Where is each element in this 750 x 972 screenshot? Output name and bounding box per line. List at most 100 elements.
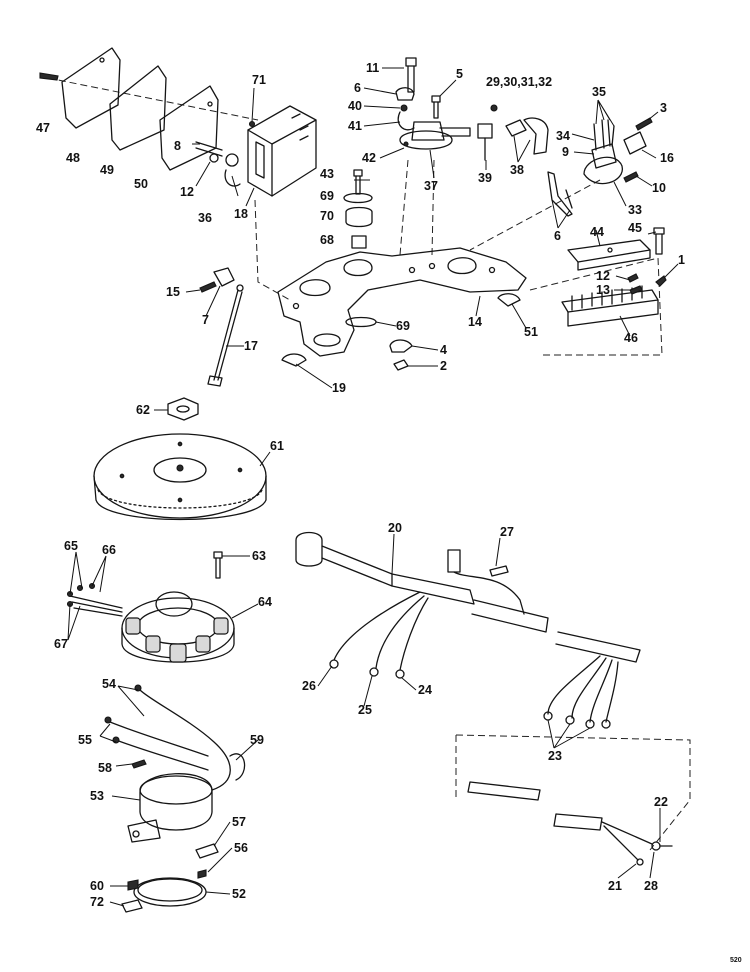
callout-69b: 69 xyxy=(396,319,410,333)
callout-25: 25 xyxy=(358,703,372,717)
ground-strap-17 xyxy=(207,284,244,387)
callout-72: 72 xyxy=(90,895,104,909)
callout-8: 8 xyxy=(174,139,181,153)
nut-62 xyxy=(167,397,199,421)
ring-52 xyxy=(133,877,207,907)
callout-26: 26 xyxy=(302,679,316,693)
callout-labels: 47 48 49 50 71 8 12 36 18 11 5 6 40 41 4… xyxy=(36,61,742,964)
callout-3: 3 xyxy=(660,101,667,115)
callout-71: 71 xyxy=(252,73,266,87)
callout-53: 53 xyxy=(90,789,104,803)
callout-21: 21 xyxy=(608,879,622,893)
callout-11: 11 xyxy=(366,61,379,75)
callout-65: 65 xyxy=(64,539,78,553)
washer-69b xyxy=(345,316,377,328)
callout-6b: 6 xyxy=(554,229,561,243)
callout-28: 28 xyxy=(644,879,658,893)
screw-15-clip-7 xyxy=(199,267,235,293)
callout-22: 22 xyxy=(654,795,668,809)
callout-63: 63 xyxy=(252,549,266,563)
terminal-block-46 xyxy=(561,285,659,327)
callout-50: 50 xyxy=(134,177,148,191)
callout-9: 9 xyxy=(562,145,569,159)
callout-35: 35 xyxy=(592,85,606,99)
callout-2: 2 xyxy=(440,359,447,373)
callout-19: 19 xyxy=(332,381,346,395)
callout-66: 66 xyxy=(102,543,116,557)
callout-70: 70 xyxy=(320,209,334,223)
callout-52: 52 xyxy=(232,887,246,901)
callout-39: 39 xyxy=(478,171,492,185)
callout-33: 33 xyxy=(628,203,642,217)
callout-69a: 69 xyxy=(320,189,334,203)
callout-18: 18 xyxy=(234,207,248,221)
screw-63 xyxy=(213,551,223,579)
callout-49: 49 xyxy=(100,163,114,177)
callout-17: 17 xyxy=(244,339,258,353)
callout-46: 46 xyxy=(624,331,638,345)
callout-59: 59 xyxy=(250,733,264,747)
callout-12b: 12 xyxy=(596,269,610,283)
harness-branches-24-25-26 xyxy=(329,591,429,679)
callout-40: 40 xyxy=(348,99,362,113)
bracket-44 xyxy=(567,239,651,271)
screws-12-13-1 xyxy=(627,273,667,295)
power-pack xyxy=(247,105,317,197)
callout-38: 38 xyxy=(510,163,524,177)
callout-14: 14 xyxy=(468,315,482,329)
callout-4: 4 xyxy=(440,343,447,357)
switch-33 xyxy=(583,119,647,185)
bolts-8-12-36 xyxy=(195,141,241,187)
callout-44: 44 xyxy=(590,225,604,239)
callout-60: 60 xyxy=(90,879,104,893)
callout-13: 13 xyxy=(596,283,610,297)
leader-lines xyxy=(67,67,679,907)
callout-57: 57 xyxy=(232,815,246,829)
lower-harness-21-22-28 xyxy=(467,781,673,866)
screw-5 xyxy=(431,95,441,119)
ignition-coil-37 xyxy=(399,121,471,150)
screws-3-10 xyxy=(623,117,653,183)
callout-37: 37 xyxy=(424,179,438,193)
callout-29-32: 29,30,31,32 xyxy=(486,75,552,89)
callout-16: 16 xyxy=(660,151,674,165)
timer-base-53 xyxy=(127,773,213,843)
diagram-code: 520 xyxy=(730,957,742,964)
callout-58: 58 xyxy=(98,761,112,775)
callout-55: 55 xyxy=(78,733,92,747)
callout-48: 48 xyxy=(66,151,80,165)
callout-45: 45 xyxy=(628,221,642,235)
callout-1: 1 xyxy=(678,253,685,267)
callout-24: 24 xyxy=(418,683,432,697)
clip-6-40-41 xyxy=(395,87,415,131)
callout-47: 47 xyxy=(36,121,50,135)
callout-6a: 6 xyxy=(354,81,361,95)
boot-39 xyxy=(477,123,493,161)
bolt-11 xyxy=(405,57,417,93)
clip-6b xyxy=(547,171,573,217)
callout-5: 5 xyxy=(456,67,463,81)
screw-58 xyxy=(131,759,147,769)
callout-67: 67 xyxy=(54,637,68,651)
callout-36: 36 xyxy=(198,211,212,225)
callout-56: 56 xyxy=(234,841,248,855)
flywheel-61 xyxy=(93,433,267,521)
callout-20: 20 xyxy=(388,521,402,535)
callout-54: 54 xyxy=(102,677,116,691)
callout-15: 15 xyxy=(166,285,180,299)
callout-62: 62 xyxy=(136,403,150,417)
callout-34: 34 xyxy=(556,129,570,143)
callout-51: 51 xyxy=(524,325,538,339)
mount-stack-43-69-70-68 xyxy=(343,169,373,249)
callout-10: 10 xyxy=(652,181,666,195)
callout-41: 41 xyxy=(348,119,362,133)
stator-leads-65-66-67 xyxy=(66,582,123,617)
stator-64 xyxy=(121,591,235,663)
spark-wire-38 xyxy=(490,104,549,155)
callout-27: 27 xyxy=(500,525,514,539)
screw-47 xyxy=(39,72,59,81)
callout-7: 7 xyxy=(202,313,209,327)
callout-43: 43 xyxy=(320,167,334,181)
callout-12a: 12 xyxy=(180,185,194,199)
